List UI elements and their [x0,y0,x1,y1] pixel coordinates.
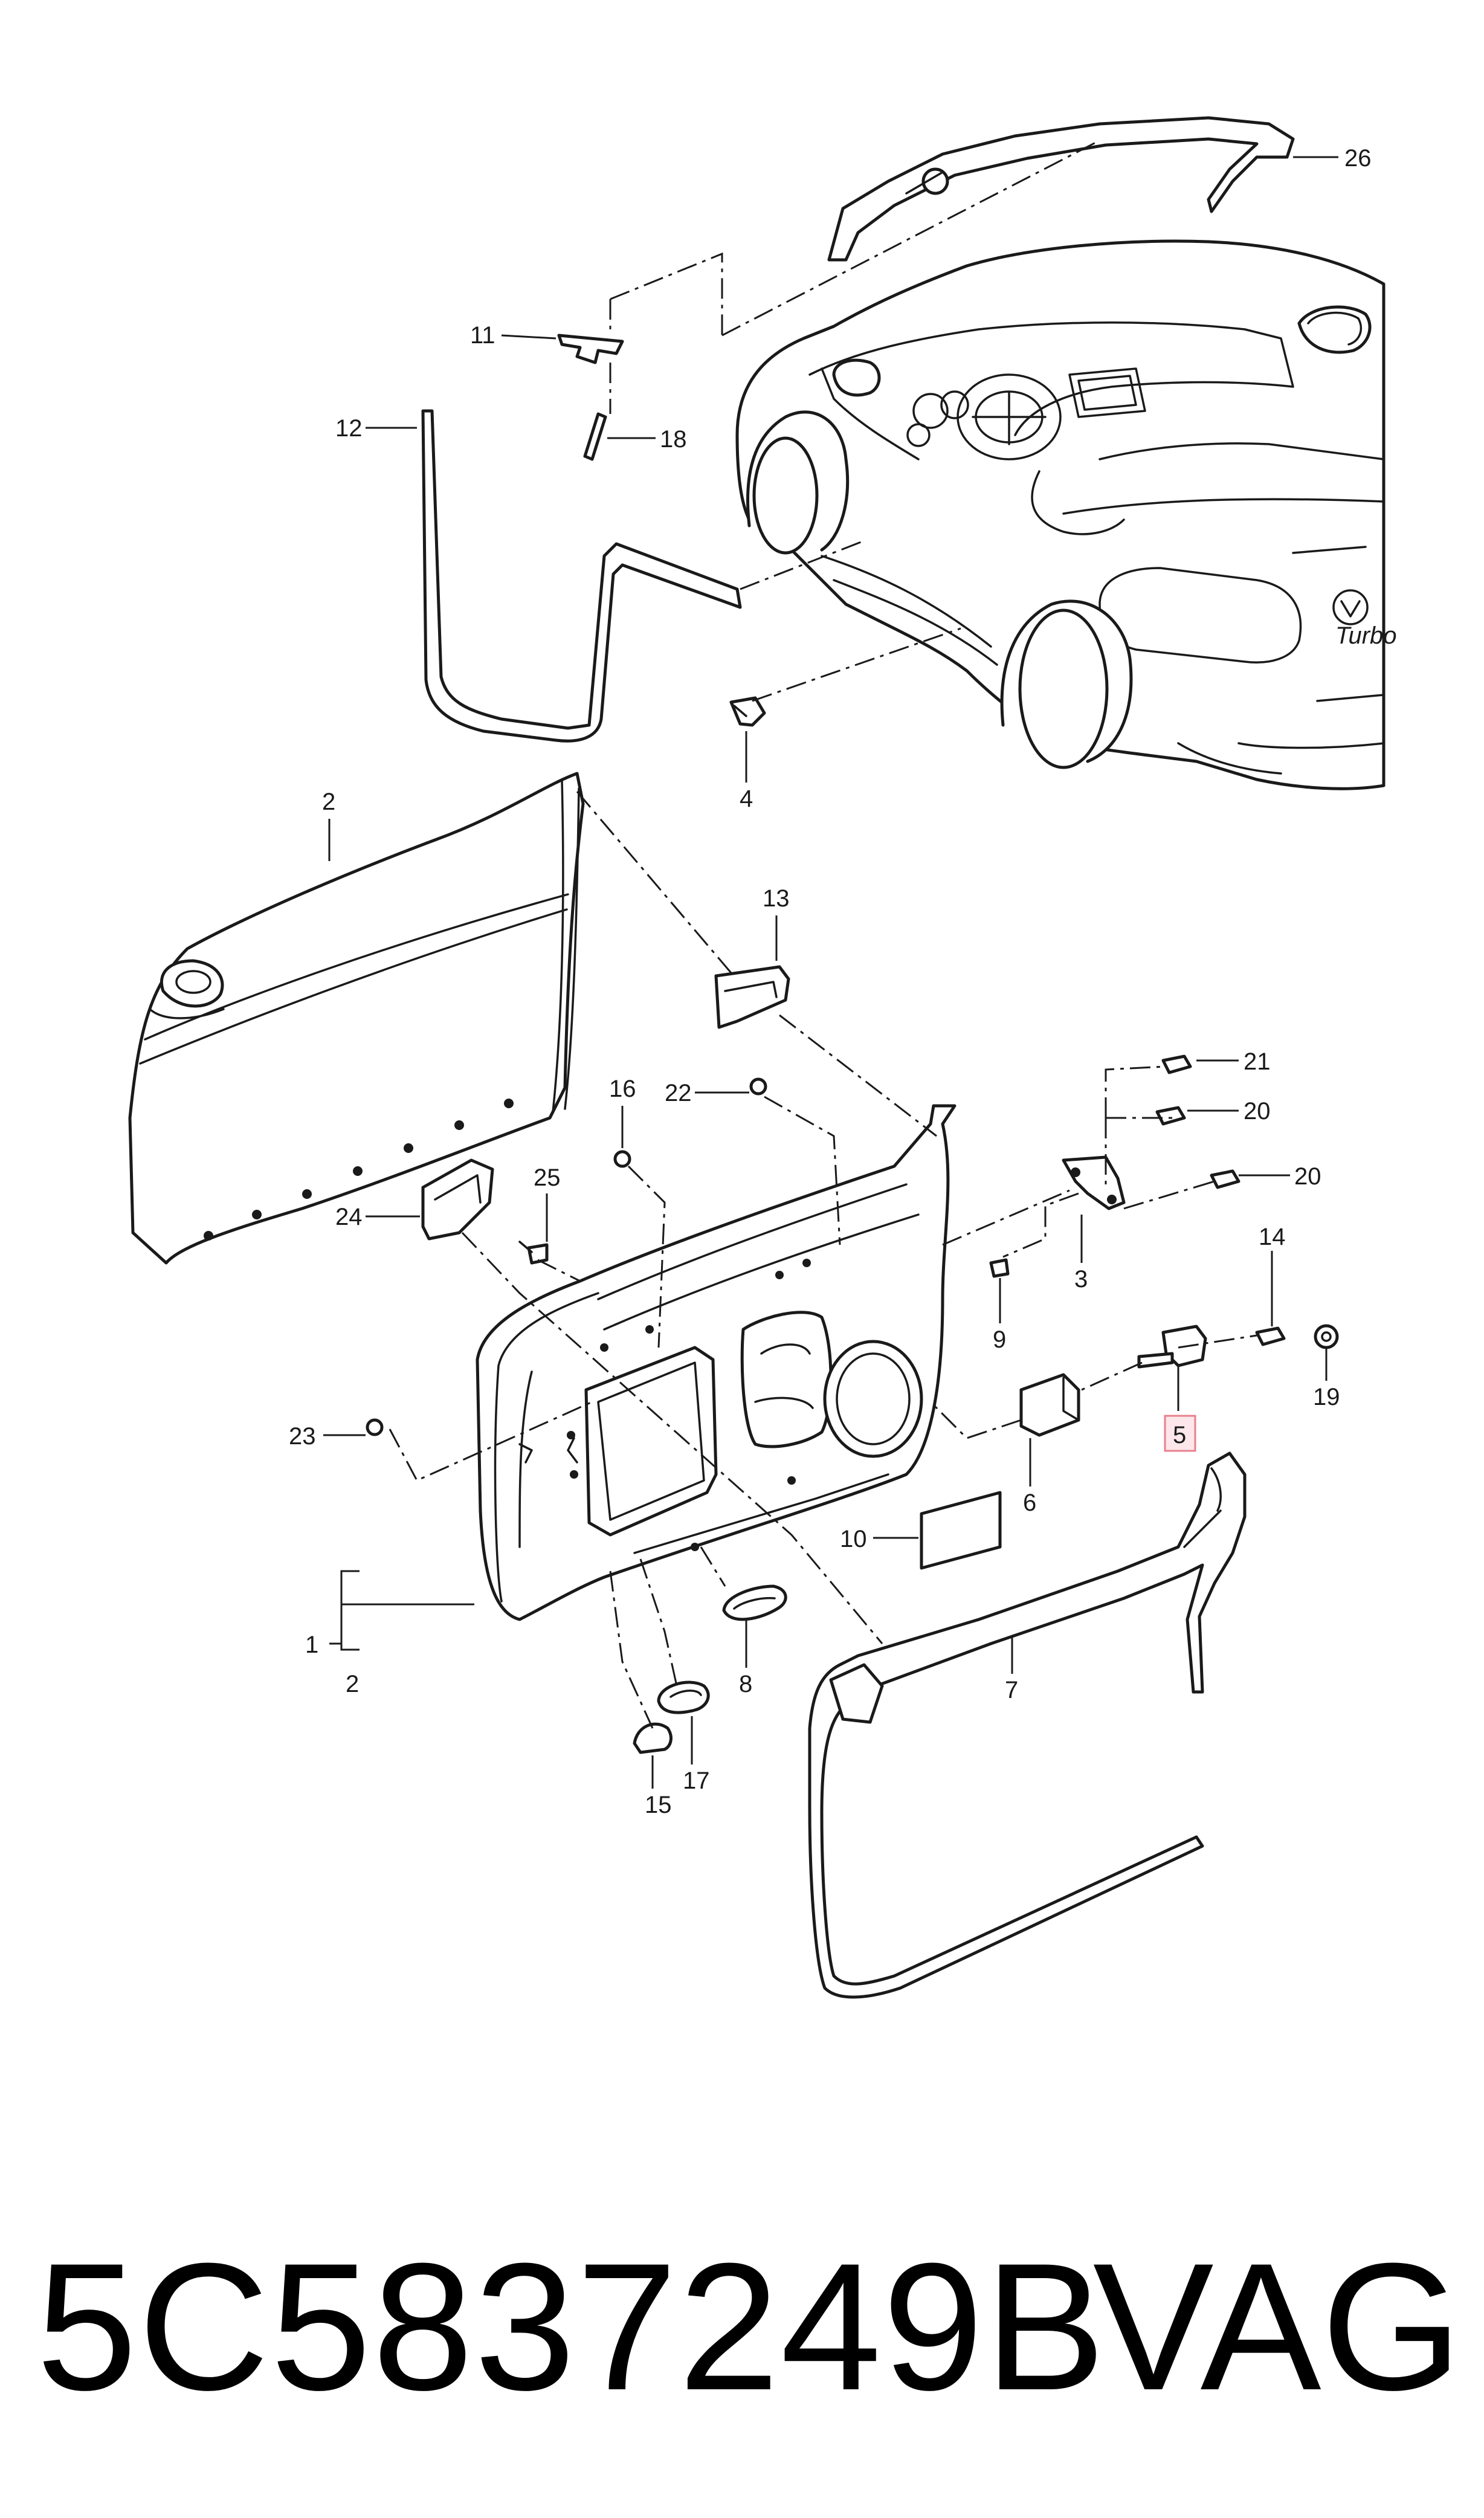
pad-6 [1019,1373,1080,1437]
callout-11: 11 [470,322,495,349]
reference-lines [389,141,1257,1729]
callout-16: 16 [609,1076,636,1102]
callout-labels: 26 11 18 12 4 2 13 16 22 25 24 21 20 20 … [289,145,1372,1818]
part-number: 5C5837249B [36,2225,1107,2428]
callout-26: 26 [1344,145,1372,172]
screw-25 [518,1241,549,1265]
callout-22: 22 [665,1080,692,1106]
callout-24: 24 [335,1204,363,1230]
callout-5-highlight [1164,1415,1196,1452]
door-inner-frame [476,1104,957,1621]
seal-17 [657,1680,710,1714]
callout-2-door-shell: 2 [322,789,335,815]
callout-1: 1 [305,1632,318,1658]
callout-7: 7 [1005,1677,1018,1703]
door-outer-panel [128,772,585,1265]
turbo-badge-text: Turbo [1335,622,1397,649]
grommet-9 [989,1258,1010,1278]
callout-13: 13 [763,885,790,912]
clip-11 [557,334,624,364]
bolt-21 [1161,1054,1192,1074]
callout-18: 18 [660,426,687,453]
seal-7-corner-piece [829,1663,884,1724]
callout-6: 6 [1023,1490,1036,1516]
clip-19 [1314,1324,1339,1349]
convertible-car-illustration: Turbo [735,116,1397,790]
callout-10: 10 [840,1526,867,1552]
clip-16 [613,1150,631,1168]
clip-22 [749,1077,767,1096]
callout-19: 19 [1313,1384,1340,1410]
stopper-4 [729,696,766,727]
callout-5: 5 [1173,1422,1186,1448]
brand-name: VAG [1092,2225,1462,2428]
membrane-10 [920,1491,1002,1570]
callout-2-door-assembly: 2 [346,1671,359,1697]
door-seal-7 [808,1451,1247,1999]
callout-20-upper: 20 [1244,1098,1271,1125]
callout-4: 4 [740,786,753,812]
check-strap-5 [1137,1325,1207,1369]
callout-25: 25 [534,1164,561,1191]
bolt-14 [1255,1326,1286,1346]
hinge-3 [1062,1155,1126,1210]
callout-12: 12 [335,415,363,442]
callout-23: 23 [289,1423,316,1450]
clip-23 [366,1418,384,1436]
callout-14: 14 [1259,1224,1286,1250]
window-seal-12 [421,409,742,743]
callout-8: 8 [739,1671,752,1697]
callout-3: 3 [1074,1266,1088,1293]
pin-18 [583,412,607,461]
callout-9: 9 [993,1326,1006,1353]
leader-lines [323,156,1338,1789]
plug-15 [633,1722,673,1754]
callout-20-lower: 20 [1294,1163,1321,1190]
cover-13 [714,965,790,1029]
bracket-24 [421,1158,494,1241]
plug-8 [722,1584,787,1621]
callout-15: 15 [645,1792,672,1818]
callout-17: 17 [683,1767,710,1794]
bolt-20b [1210,1169,1240,1189]
bolt-20a [1155,1106,1186,1126]
parts-diagram: Turbo [128,116,1397,1999]
callout-21: 21 [1244,1048,1271,1075]
